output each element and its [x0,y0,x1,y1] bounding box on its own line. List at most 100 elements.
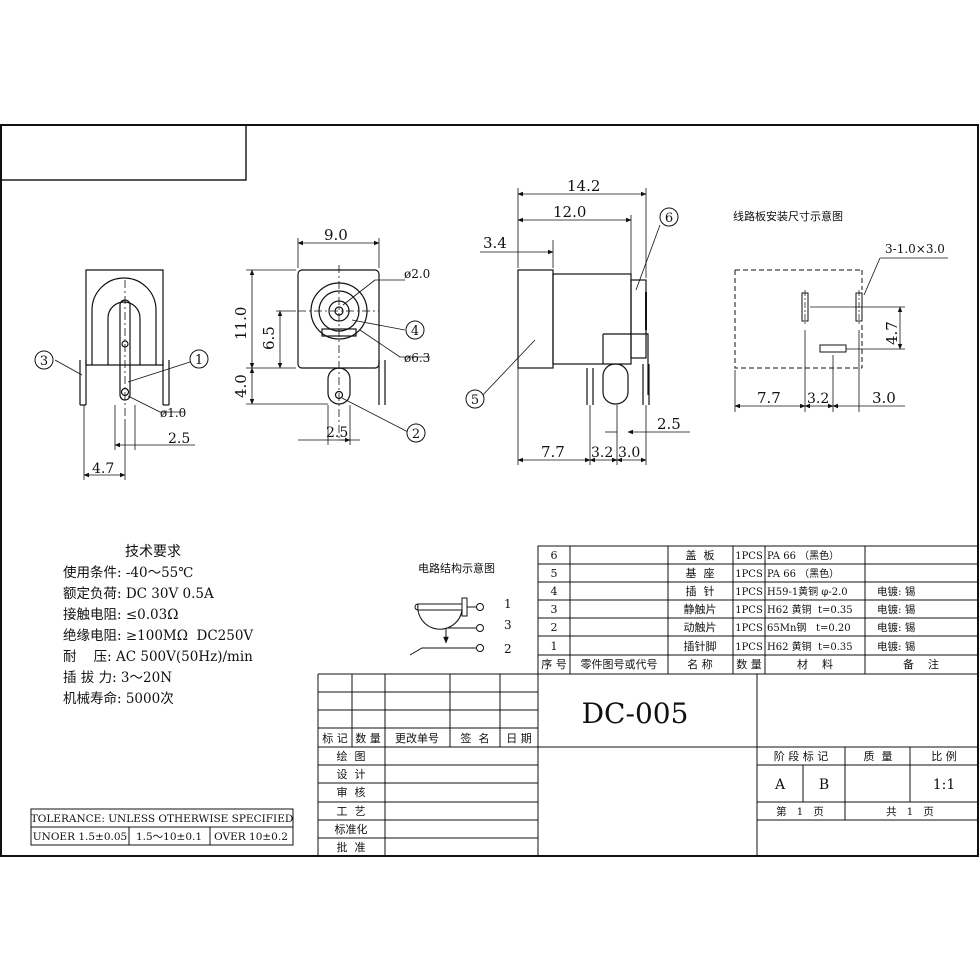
dim-center-height: 6.5 [260,326,278,350]
dim-front-height: 11.0 [232,307,250,340]
svg-text:PA 66 （黑色）: PA 66 （黑色） [767,567,839,580]
svg-text:盖 板: 盖 板 [686,548,715,562]
table-row: 4 插 针 1PCS H59-1黄铜 φ-2.0 电镀: 锡 [551,584,916,598]
svg-text:2: 2 [412,427,420,442]
dim-hole-small: ø2.0 [404,267,430,281]
callout-5: 5 [465,389,485,409]
svg-text:1: 1 [551,640,558,653]
side-view [79,269,195,480]
svg-text:1: 1 [195,353,203,368]
svg-text:电镀: 锡: 电镀: 锡 [877,640,915,653]
svg-text:备 注: 备 注 [903,657,939,671]
tech-line: 耐 压: AC 500V(50Hz)/min [63,649,253,665]
dim-total-length: 14.2 [567,177,600,195]
sign-label: 工 艺 [337,805,366,818]
callout-1: 1 [189,349,209,369]
tech-line: 绝缘电阻: ≥100MΩ DC250V [63,628,253,644]
svg-text:1PCS: 1PCS [735,587,763,598]
svg-text:3: 3 [551,603,558,616]
dim-bottom-b: 3.2 [591,445,613,461]
sign-labels: 绘 图 设 计 审 核 工 艺 标准化 批 准 [335,749,368,854]
svg-text:1PCS: 1PCS [735,623,763,634]
stage-label: 阶 段 标 记 [774,749,829,763]
tolerance-cell: 1.5～10±0.1 [136,831,202,843]
scale-value: 1:1 [933,777,956,793]
dim-body-length: 12.0 [553,203,586,221]
table-row: 6 盖 板 1PCS PA 66 （黑色） [551,548,840,562]
sign-label: 绘 图 [337,749,366,763]
tech-line: 插 拔 力: 3～20N [63,670,172,686]
table-row: 5 基 座 1PCS PA 66 （黑色） [551,566,840,580]
dim-front-width: 9.0 [324,226,348,244]
tolerance-title: TOLERANCE: UNLESS OTHERWISE SPECIFIED [31,813,294,825]
dim-right-pin-offset: 2.5 [657,415,681,433]
revision-label: 日 期 [506,732,532,745]
table-header-row: 序 号 零件图号或代号 名 称 数 量 材 料 备 注 [541,657,939,671]
pcb-title: 线路板安装尺寸示意图 [733,209,843,223]
dim-pcb-a: 7.7 [757,389,781,407]
svg-text:H62 黄铜 t=0.35: H62 黄铜 t=0.35 [767,640,853,653]
dim-pin-offset: 2.5 [326,425,348,441]
svg-text:2: 2 [551,621,558,634]
svg-text:基 座: 基 座 [686,566,715,580]
svg-text:1PCS: 1PCS [735,605,763,616]
tolerance-cell: OVER 10±0.2 [214,831,288,843]
callout-leaders-left [54,359,191,383]
tech-line: 使用条件: -40～55℃ [63,564,193,581]
callout-4: 4 [405,320,425,340]
dim-cap-length: 3.4 [483,234,507,252]
svg-text:5: 5 [551,567,558,580]
dim-side-pitch: 2.5 [168,431,190,447]
svg-text:65Mn钢 t=0.20: 65Mn钢 t=0.20 [767,621,851,634]
revision-label: 标 记 [322,731,348,745]
table-row: 3 静触片 1PCS H62 黄铜 t=0.35 电镀: 锡 [551,602,916,616]
svg-text:6: 6 [551,549,558,562]
sign-label: 批 准 [337,840,366,854]
svg-text:电镀: 锡: 电镀: 锡 [877,603,915,616]
dim-pcb-height: 4.7 [883,321,901,345]
svg-text:6: 6 [665,211,673,226]
dim-side-pin-dia: ø1.0 [160,406,186,420]
sign-label: 设 计 [337,768,366,781]
circuit-title: 电路结构示意图 [418,561,495,575]
svg-text:5: 5 [471,393,479,408]
svg-text:1PCS: 1PCS [735,642,763,653]
dim-side-width: 4.7 [92,461,114,477]
bom-table-grid [537,545,979,675]
part-number: DC-005 [582,697,689,730]
circuit-pin: 2 [504,642,512,656]
callout-6: 6 [659,207,679,227]
stage-value-b: B [819,777,829,793]
svg-text:序 号: 序 号 [541,657,567,671]
bom-table: 6 盖 板 1PCS PA 66 （黑色） 5 基 座 1PCS PA 66 （… [541,548,939,671]
svg-text:PA 66 （黑色）: PA 66 （黑色） [767,549,839,562]
dim-bottom-a: 7.7 [541,443,565,461]
circuit-pin: 1 [504,597,512,611]
tech-title: 技术要求 [125,544,181,560]
svg-text:动触片: 动触片 [684,620,717,634]
svg-text:3: 3 [40,354,48,369]
revision-label: 更改单号 [395,731,439,745]
tech-line: 机械寿命: 5000次 [63,690,174,707]
callout-2: 2 [406,423,426,443]
svg-text:电镀: 锡: 电镀: 锡 [877,621,915,634]
svg-text:名 称: 名 称 [687,657,713,671]
svg-text:H62 黄铜 t=0.35: H62 黄铜 t=0.35 [767,603,853,616]
svg-text:静触片: 静触片 [684,602,717,616]
sign-label: 审 核 [337,785,366,799]
callout-3: 3 [34,350,54,370]
dim-pin-below: 4.0 [232,374,250,398]
dim-hole-large: ø6.3 [404,351,430,365]
svg-text:4: 4 [551,585,558,598]
tech-line: 接触电阻: ≤0.03Ω [63,606,178,623]
front-view [246,238,430,445]
table-row: 1 插针脚 1PCS H62 黄铜 t=0.35 电镀: 锡 [551,639,916,653]
sheet-total: 共 1 页 [886,806,934,818]
sign-label: 标准化 [335,822,368,836]
dim-pcb-slot: 3-1.0×3.0 [885,242,945,256]
stage-value-a: A [774,777,786,793]
drawing-frame [0,124,979,857]
svg-text:数 量: 数 量 [736,658,762,671]
svg-text:H59-1黄铜 φ-2.0: H59-1黄铜 φ-2.0 [767,585,848,598]
